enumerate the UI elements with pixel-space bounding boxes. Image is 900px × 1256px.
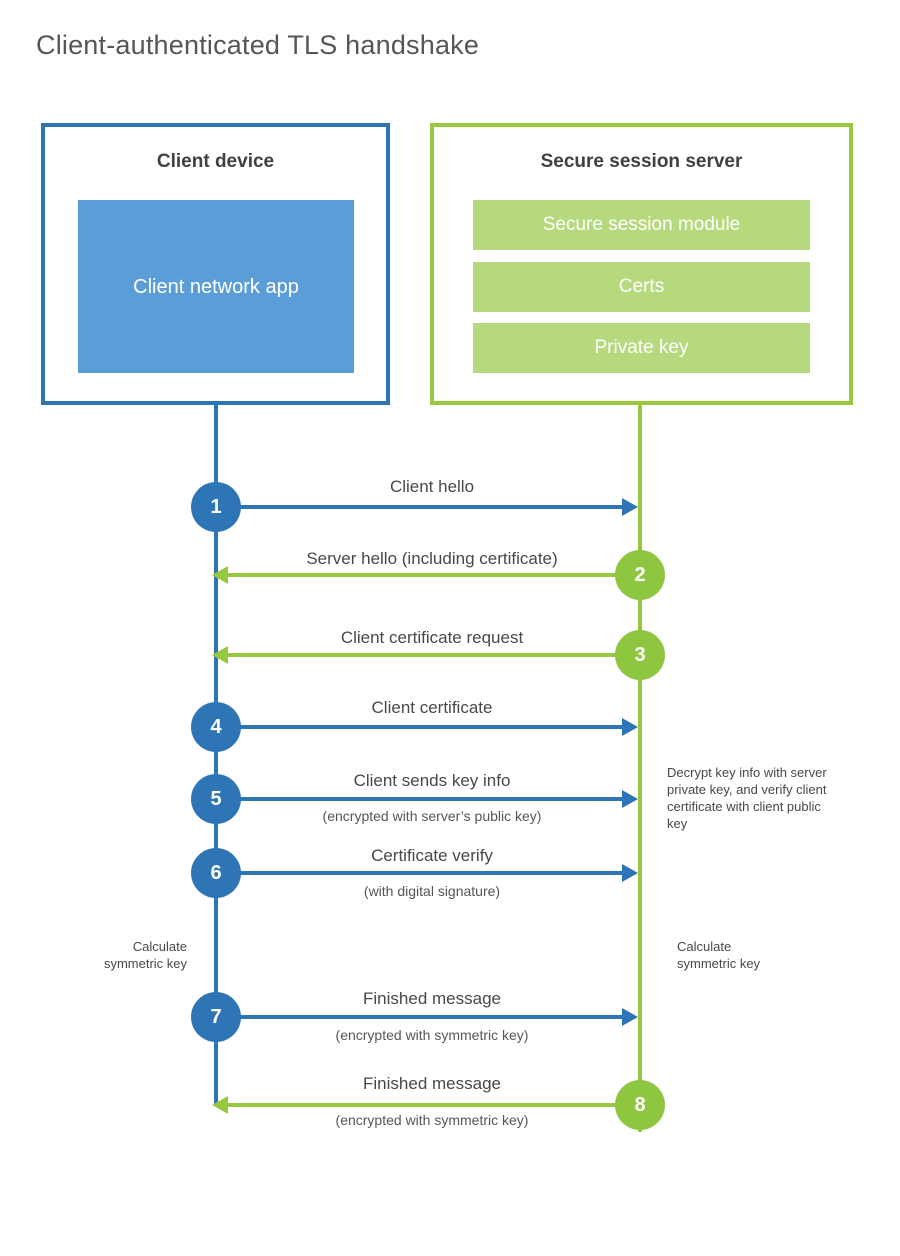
step-circle-1: 1 [191, 482, 241, 532]
arrow-left-icon [212, 1096, 228, 1114]
message-label: Finished message [363, 1074, 501, 1093]
step-circle-2: 2 [615, 550, 665, 600]
arrow-shaft [239, 1015, 622, 1019]
message-label: Finished message [363, 989, 501, 1008]
server-module-label: Secure session module [542, 214, 741, 235]
server-module-private-key: Private key [473, 323, 810, 373]
arrow-left-icon [212, 646, 228, 664]
arrow-right-icon [622, 498, 638, 516]
secure-session-server-title: Secure session server [540, 151, 743, 172]
arrow-shaft [228, 573, 615, 577]
server-lifeline [638, 405, 642, 1132]
step-circle-6: 6 [191, 848, 241, 898]
client-device-title: Client device [156, 151, 275, 172]
calculate-symmetric-key-right: Calculate symmetric key [677, 939, 761, 971]
server-module-certs: Certs [473, 262, 810, 312]
arrow-shaft [239, 725, 622, 729]
calculate-symmetric-key-left: Calculate symmetric key [103, 939, 187, 971]
step-circle-3: 3 [615, 630, 665, 680]
client-lifeline [214, 405, 218, 1105]
arrow-left-icon [212, 566, 228, 584]
arrow-right-icon [622, 1008, 638, 1026]
step-circle-7: 7 [191, 992, 241, 1042]
arrow-shaft [239, 797, 622, 801]
server-module-label: Certs [618, 276, 665, 297]
arrow-right-icon [622, 790, 638, 808]
arrow-shaft [228, 1103, 615, 1107]
message-sublabel: (encrypted with symmetric key) [335, 1112, 529, 1128]
client-network-app-box: Client network app [78, 200, 354, 373]
message-label: Client certificate request [340, 628, 524, 647]
message-label: Certificate verify [371, 846, 493, 865]
arrow-shaft [228, 653, 615, 657]
arrow-right-icon [622, 864, 638, 882]
step-circle-4: 4 [191, 702, 241, 752]
page-title: Client-authenticated TLS handshake [36, 30, 480, 60]
decrypt-note: Decrypt key info with server private key… [667, 765, 827, 831]
client-network-app-label: Client network app [133, 275, 299, 298]
message-sublabel: (with digital signature) [363, 883, 501, 899]
arrow-shaft [239, 505, 622, 509]
step-circle-5: 5 [191, 774, 241, 824]
arrow-right-icon [622, 718, 638, 736]
message-label: Server hello (including certificate) [306, 549, 558, 568]
step-circle-8: 8 [615, 1080, 665, 1130]
message-label: Client certificate [371, 698, 493, 717]
server-module-secure-session: Secure session module [473, 200, 810, 250]
arrow-shaft [239, 871, 622, 875]
message-sublabel: (encrypted with server’s public key) [322, 808, 542, 824]
message-label: Client hello [389, 477, 475, 496]
message-sublabel: (encrypted with symmetric key) [335, 1027, 529, 1043]
message-label: Client sends key info [353, 771, 511, 790]
server-module-label: Private key [594, 337, 689, 358]
